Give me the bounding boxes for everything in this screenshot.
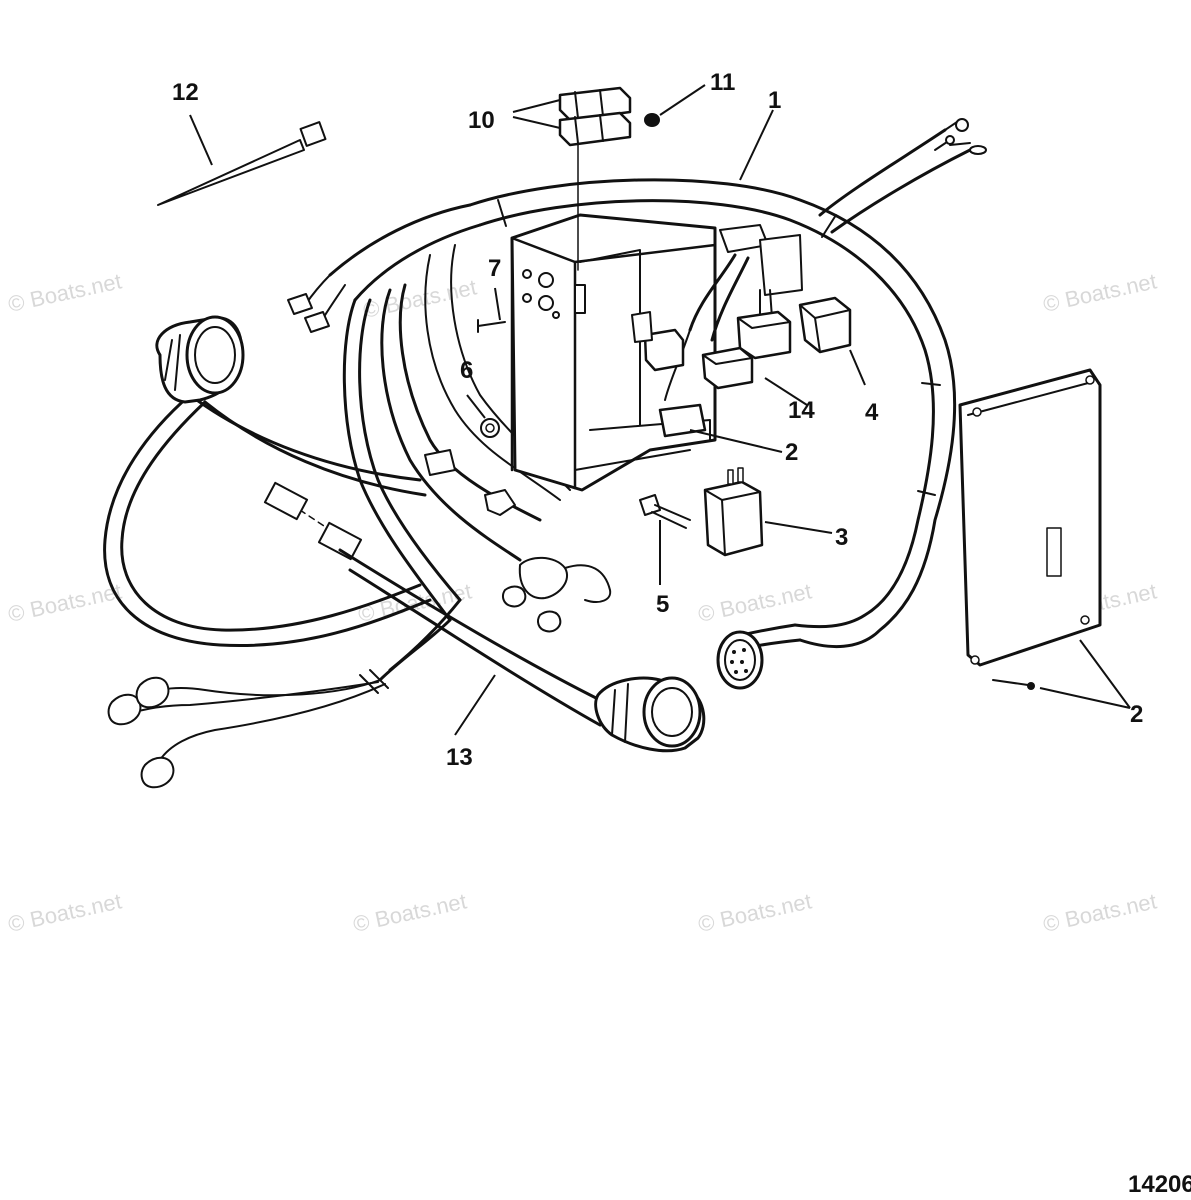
- watermark: © Boats.net: [351, 888, 469, 936]
- callout-4: 4: [865, 399, 879, 426]
- callout-2-plate: 2: [1130, 701, 1143, 728]
- callout-10: 10: [468, 107, 495, 134]
- relay-group: [424, 224, 852, 633]
- callout-2-box: 2: [785, 439, 798, 466]
- callout-1: 1: [768, 87, 781, 114]
- fuse-holder-group: [558, 86, 660, 147]
- figure-number: 14206: [1128, 1171, 1191, 1198]
- leader-lines: [189, 84, 1131, 736]
- cable-tie: [157, 121, 327, 206]
- electrical-box: [510, 129, 717, 492]
- callout-11: 11: [710, 69, 735, 96]
- watermark: © Boats.net: [6, 888, 124, 936]
- callout-labels: 1 2 2 3 4 5 6 7 10 11 12 13 14: [172, 69, 1143, 771]
- watermark: © Boats.net: [6, 268, 124, 316]
- adapter-harness: [103, 315, 706, 753]
- watermark: © Boats.net: [696, 578, 814, 626]
- watermark: © Boats.net: [1041, 888, 1159, 936]
- watermark: © Boats.net: [696, 888, 814, 936]
- callout-3: 3: [835, 524, 848, 551]
- callout-12: 12: [172, 79, 199, 106]
- callout-6: 6: [460, 357, 473, 384]
- callout-14: 14: [788, 397, 815, 424]
- module-plate: [958, 368, 1102, 690]
- watermark: © Boats.net: [361, 274, 479, 322]
- callout-7: 7: [488, 255, 501, 282]
- watermark: © Boats.net: [6, 578, 124, 626]
- callout-5: 5: [656, 591, 669, 618]
- main-harness: [468, 118, 987, 690]
- watermark: © Boats.net: [1041, 268, 1159, 316]
- callout-13: 13: [446, 744, 473, 771]
